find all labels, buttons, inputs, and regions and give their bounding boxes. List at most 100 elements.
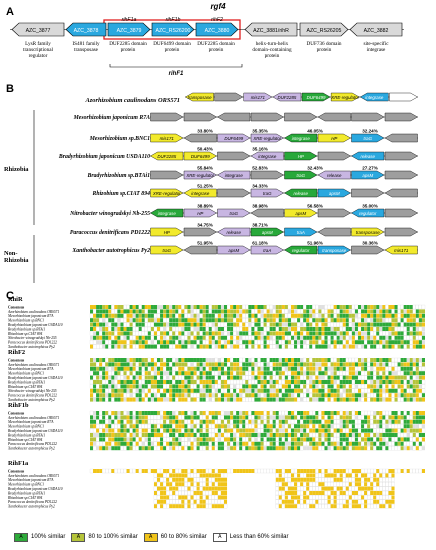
aln-cell bbox=[348, 482, 352, 487]
aln-cell bbox=[178, 375, 182, 380]
aln-cell bbox=[327, 486, 331, 491]
aln-cell bbox=[415, 362, 419, 367]
aln-cell bbox=[156, 375, 161, 380]
aln-cell bbox=[211, 305, 215, 309]
aln-cell bbox=[117, 468, 121, 474]
aln-cell bbox=[184, 482, 188, 487]
aln-cell bbox=[388, 491, 392, 495]
aln-cell bbox=[105, 366, 109, 371]
aln-cell bbox=[263, 468, 267, 474]
aln-cell bbox=[181, 304, 185, 310]
aln-cell bbox=[275, 371, 279, 376]
aln-cell bbox=[144, 397, 148, 402]
aln-cell bbox=[348, 499, 352, 504]
aln-cell bbox=[373, 424, 377, 429]
aln-cell bbox=[418, 313, 422, 318]
aln-cell bbox=[394, 428, 398, 433]
homolog-gene-0-6: integrase bbox=[365, 95, 384, 100]
percent-16: 34.75% bbox=[197, 223, 213, 228]
gene-name-7: AZC_3882 bbox=[364, 28, 389, 34]
aln-cell bbox=[96, 397, 100, 402]
aln-cell bbox=[269, 327, 273, 331]
aln-cell bbox=[294, 491, 298, 495]
aln-cell bbox=[272, 371, 276, 376]
aln-cell bbox=[360, 384, 365, 389]
aln-cell bbox=[129, 309, 133, 314]
homolog-gene-0-3: DUF2285 bbox=[278, 95, 297, 100]
aln-cell bbox=[117, 393, 121, 398]
aln-cell bbox=[102, 371, 106, 376]
aln-cell bbox=[108, 424, 112, 429]
aln-cell bbox=[318, 415, 322, 420]
aln-cell bbox=[339, 441, 343, 446]
aln-cell bbox=[123, 380, 127, 384]
aln-cell bbox=[160, 415, 164, 420]
aln-cell bbox=[141, 375, 145, 380]
aln-cell bbox=[90, 309, 94, 314]
aln-cell bbox=[382, 362, 386, 367]
aln-cell bbox=[373, 318, 377, 323]
aln-cell bbox=[379, 322, 383, 327]
aln-cell bbox=[147, 415, 151, 420]
aln-cell bbox=[312, 304, 316, 310]
aln-cell bbox=[315, 304, 319, 310]
aln-cell bbox=[345, 375, 349, 380]
aln-cell bbox=[208, 468, 212, 474]
aln-cell bbox=[421, 304, 426, 310]
aln-cell bbox=[300, 327, 304, 331]
aln-cell bbox=[309, 482, 313, 487]
aln-cell bbox=[306, 473, 310, 478]
aln-cell bbox=[397, 313, 401, 318]
legend-swatch-less-60: A bbox=[212, 532, 227, 542]
aln-cell bbox=[208, 428, 212, 433]
aln-cell bbox=[93, 362, 97, 367]
homolog-arrow-3-2 bbox=[217, 151, 251, 161]
aln-cell bbox=[129, 437, 133, 442]
aln-cell bbox=[111, 331, 115, 336]
aln-cell bbox=[239, 362, 243, 367]
aln-cell bbox=[309, 477, 313, 482]
aln-cell bbox=[220, 424, 224, 429]
aln-cell bbox=[284, 318, 288, 323]
aln-cell bbox=[153, 441, 158, 446]
aln-cell bbox=[181, 482, 185, 487]
aln-cell bbox=[248, 437, 252, 442]
aln-cell bbox=[333, 411, 337, 415]
aln-cell bbox=[312, 340, 316, 345]
aln-cell bbox=[257, 397, 261, 402]
aln-cell bbox=[196, 309, 200, 314]
aln-cell bbox=[391, 322, 395, 327]
aln-cell bbox=[214, 327, 218, 331]
aln-cell bbox=[354, 428, 358, 433]
aln-cell bbox=[397, 318, 401, 323]
aln-cell bbox=[312, 415, 316, 420]
aln-cell bbox=[364, 322, 368, 327]
aln-cell bbox=[129, 327, 133, 331]
aln-cell bbox=[293, 499, 298, 504]
aln-cell bbox=[178, 504, 182, 509]
aln-cell bbox=[388, 437, 392, 442]
aln-cell bbox=[364, 468, 368, 474]
aln-cell bbox=[303, 304, 307, 310]
aln-cell bbox=[123, 362, 127, 367]
aln-cell bbox=[205, 397, 209, 402]
aln-cell bbox=[257, 335, 261, 340]
aln-cell bbox=[397, 335, 401, 340]
aln-cell bbox=[211, 313, 215, 318]
aln-cell bbox=[300, 504, 304, 509]
aln-cell bbox=[208, 490, 212, 496]
aln-cell bbox=[388, 371, 392, 376]
aln-cell bbox=[147, 433, 151, 437]
aln-cell bbox=[339, 344, 343, 349]
aln-cell bbox=[217, 335, 221, 340]
aln-cell bbox=[178, 397, 182, 402]
aln-cell bbox=[421, 371, 425, 376]
aln-cell bbox=[357, 318, 362, 323]
aln-cell bbox=[318, 318, 322, 323]
aln-cell bbox=[120, 327, 124, 331]
aln-cell bbox=[205, 468, 209, 474]
aln-cell bbox=[281, 499, 285, 504]
aln-cell bbox=[312, 331, 316, 336]
aln-cell bbox=[251, 379, 255, 385]
aln-cell bbox=[406, 428, 410, 433]
